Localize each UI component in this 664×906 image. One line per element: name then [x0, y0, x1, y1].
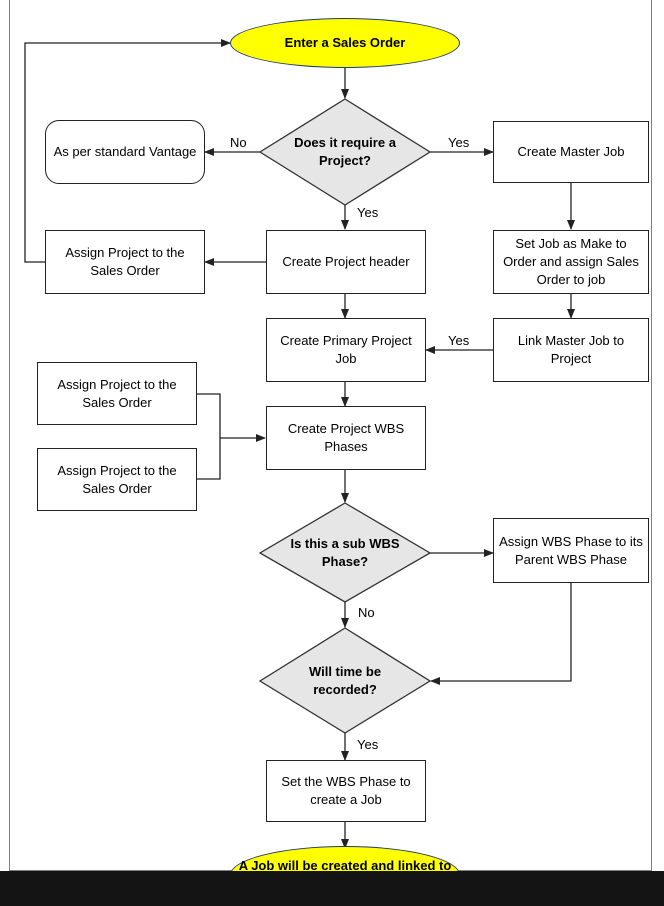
edge-label-no-standard: No	[230, 135, 247, 150]
edge-assign-mid1-join	[196, 393, 221, 438]
standard-vantage-box: As per standard Vantage	[45, 120, 205, 184]
create-project-header-label: Create Project header	[282, 254, 410, 269]
assign-project-top-label: Assign Project to the Sales Order	[65, 245, 185, 278]
set-job-make-to-order-box: Set Job as Make to Order and assign Sale…	[493, 230, 649, 294]
create-primary-job-label: Create Primary Project Job	[280, 333, 412, 366]
assign-project-top-box: Assign Project to the Sales Order	[45, 230, 205, 294]
link-master-job-box: Link Master Job to Project	[493, 318, 649, 382]
decision-sub-wbs: Is this a sub WBS Phase?	[283, 523, 407, 583]
decision-requires-project: Does it require a Project?	[283, 122, 407, 182]
link-master-job-label: Link Master Job to Project	[517, 333, 625, 366]
create-master-job-label: Create Master Job	[517, 144, 625, 159]
assign-parent-wbs-box: Assign WBS Phase to its Parent WBS Phase	[493, 518, 649, 583]
create-wbs-phases-label: Create Project WBS Phases	[287, 421, 405, 454]
set-job-make-to-order-label: Set Job as Make to Order and assign Sale…	[503, 236, 639, 287]
edge-label-yes-link: Yes	[448, 333, 470, 348]
create-primary-job-box: Create Primary Project Job	[266, 318, 426, 382]
standard-vantage-label: As per standard Vantage	[53, 144, 197, 159]
set-wbs-job-label: Set the WBS Phase to create a Job	[281, 774, 411, 807]
assign-project-mid1-box: Assign Project to the Sales Order	[37, 362, 197, 425]
assign-project-mid2-box: Assign Project to the Sales Order	[37, 448, 197, 511]
edge-label-yes-set: Yes	[357, 737, 379, 752]
assign-parent-wbs-label: Assign WBS Phase to its Parent WBS Phase	[499, 533, 643, 567]
bottom-bar	[0, 871, 664, 906]
edge-assign-loop-to-start	[24, 39, 231, 263]
start-label: Enter a Sales Order	[284, 35, 406, 50]
decision-sub-wbs-label: Is this a sub WBS Phase?	[290, 536, 400, 569]
edge-label-yes-header: Yes	[357, 205, 379, 220]
decision-time-recorded-label: Will time be recorded?	[308, 664, 382, 697]
create-master-job-box: Create Master Job	[493, 121, 649, 183]
decision-time-recorded: Will time be recorded?	[283, 651, 407, 711]
create-project-header-box: Create Project header	[266, 230, 426, 294]
edge-assign-mid2-join	[196, 438, 221, 480]
edge-label-yes-master: Yes	[448, 135, 470, 150]
assign-project-mid1-label: Assign Project to the Sales Order	[57, 376, 177, 410]
assign-project-mid2-label: Assign Project to the Sales Order	[57, 462, 177, 496]
edge-parent-to-time	[430, 583, 572, 685]
edge-label-no-time: No	[358, 605, 375, 620]
set-wbs-job-box: Set the WBS Phase to create a Job	[266, 760, 426, 822]
decision-requires-project-label: Does it require a Project?	[294, 135, 396, 168]
create-wbs-phases-box: Create Project WBS Phases	[266, 406, 426, 470]
start-terminator: Enter a Sales Order	[230, 18, 460, 68]
